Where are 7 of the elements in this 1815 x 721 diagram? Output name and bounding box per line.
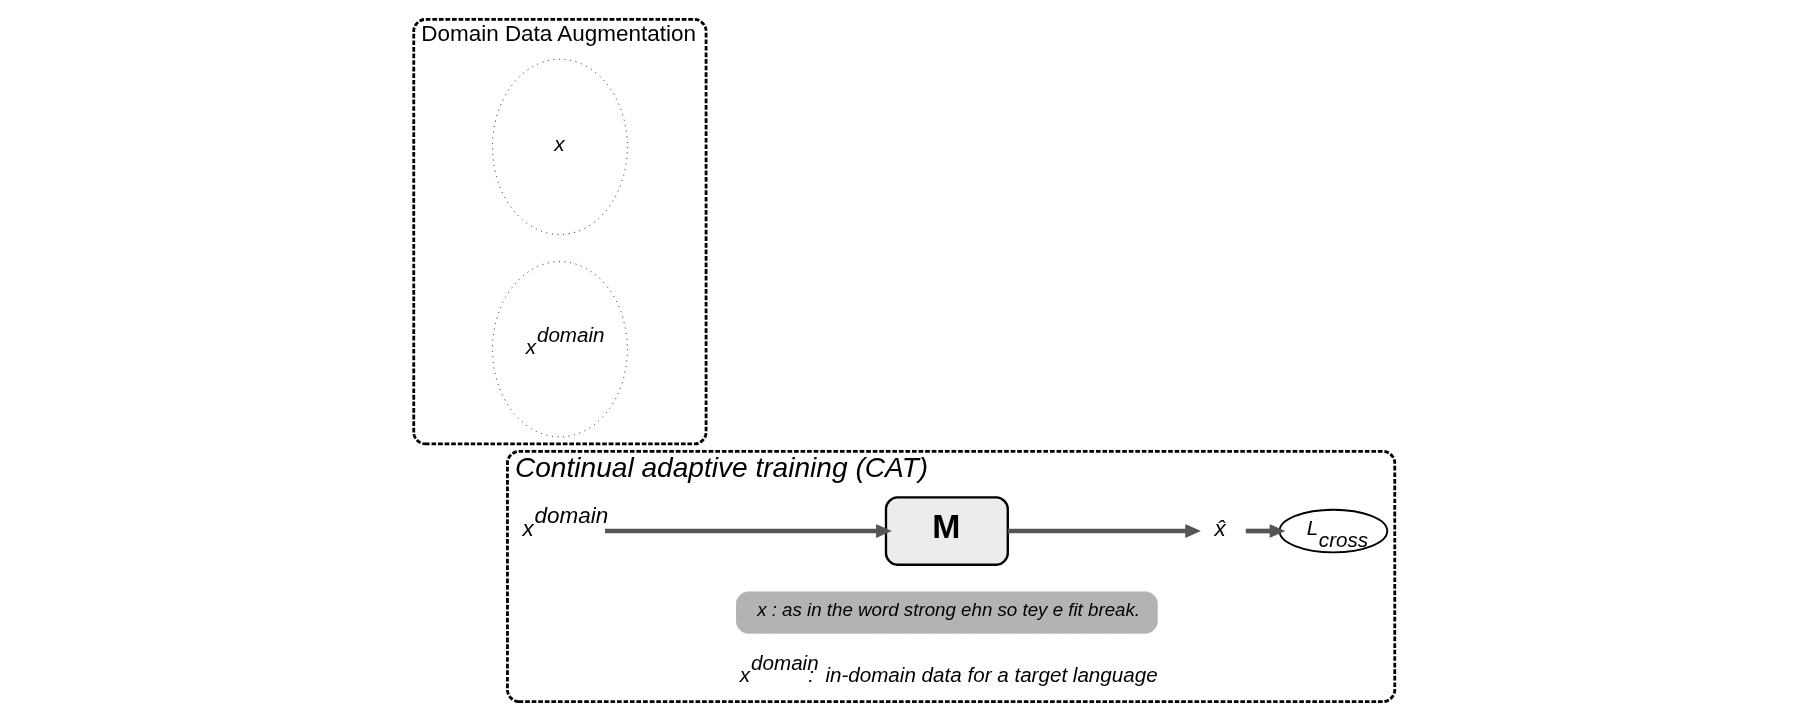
arrow <box>1245 524 1285 538</box>
arrow <box>604 524 892 538</box>
node-box: x : as in the word strong ehn so tey e fit break. <box>735 591 1158 634</box>
node-text: x̂ <box>1213 515 1226 541</box>
node-ellipse: x <box>491 58 628 235</box>
node-box: M <box>884 496 1009 566</box>
arrow <box>1007 524 1201 538</box>
